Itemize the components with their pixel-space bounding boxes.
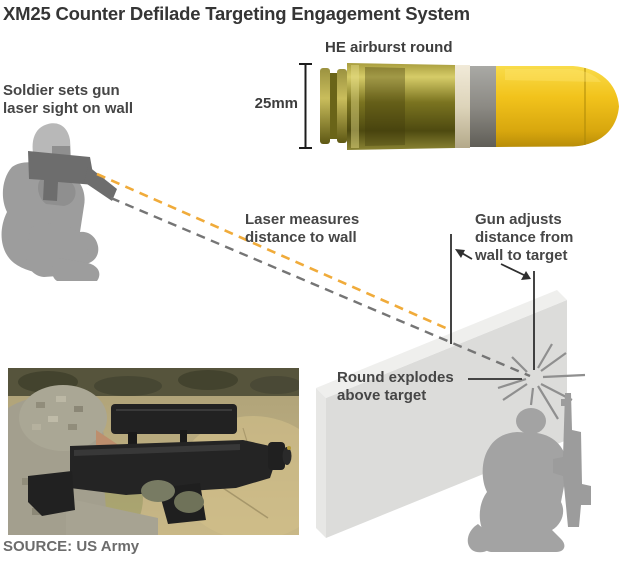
xm25-photo bbox=[8, 368, 299, 535]
dimension-line bbox=[299, 63, 312, 149]
laser-line bbox=[96, 172, 449, 331]
round-explodes-callout: Round explodes above target bbox=[337, 369, 454, 404]
cartridge-projectile bbox=[496, 66, 619, 147]
enemy-rifle-silhouette bbox=[553, 393, 591, 527]
photo-glove-front bbox=[141, 480, 175, 502]
photo-helmet bbox=[19, 385, 107, 451]
page-title: XM25 Counter Defilade Targeting Engageme… bbox=[3, 3, 470, 24]
wall-top-face bbox=[316, 290, 567, 398]
enemy-body bbox=[479, 432, 568, 552]
wall-front-face bbox=[326, 300, 567, 538]
source-credit: SOURCE: US Army bbox=[3, 538, 140, 555]
wall-graphic bbox=[316, 290, 567, 538]
gun-adjust-callout: Gun adjusts distance from wall to target bbox=[475, 211, 574, 264]
arrow-right-icon bbox=[521, 271, 531, 280]
cartridge-graphic bbox=[320, 63, 619, 150]
he-round-image bbox=[299, 63, 619, 150]
photo-glove-rear bbox=[174, 491, 204, 513]
arrow-to-target-line bbox=[500, 263, 527, 277]
soldier-silhouette bbox=[1, 123, 117, 281]
photo-treeline bbox=[8, 368, 299, 396]
wall-end-face bbox=[316, 388, 326, 538]
enemy-soldier-silhouette bbox=[467, 393, 591, 553]
laser-callout: Laser measures distance to wall bbox=[245, 211, 360, 246]
cartridge-band-gray bbox=[470, 66, 496, 147]
cartridge-groove bbox=[330, 73, 337, 139]
soldier-callout: Soldier sets gun laser sight on wall bbox=[3, 82, 134, 117]
caliber-label: 25mm bbox=[254, 95, 298, 112]
arrow-left-icon bbox=[455, 249, 465, 258]
photo-sight-unit bbox=[111, 404, 237, 434]
enemy-head bbox=[516, 408, 546, 434]
cartridge-band-cream bbox=[455, 65, 470, 148]
cartridge-case bbox=[347, 63, 455, 150]
xm25-gun-silhouette bbox=[28, 151, 95, 201]
photo-weapon bbox=[28, 404, 292, 524]
he-round-label: HE airburst round bbox=[325, 39, 453, 56]
cartridge-rim bbox=[320, 68, 330, 144]
trajectory-line bbox=[110, 196, 531, 378]
